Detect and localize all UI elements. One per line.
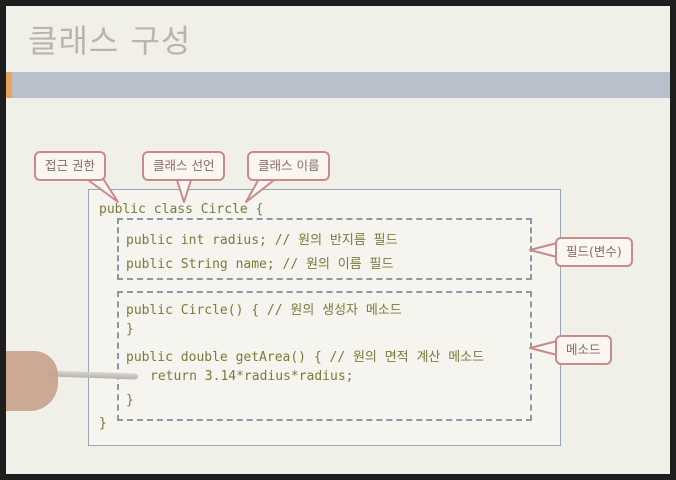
callout-fields: 필드(변수) (555, 237, 633, 267)
code-field-name: public String name; // 원의 이름 필드 (126, 257, 394, 272)
callout-access-modifier: 접근 권한 (34, 151, 106, 181)
callout-class-name: 클래스 이름 (247, 151, 331, 181)
code-method-close: } (126, 393, 134, 408)
presenter-hand (6, 351, 58, 411)
code-method-open: public double getArea() { // 원의 면적 계산 메소… (126, 350, 485, 365)
code-constructor-open: public Circle() { // 원의 생성자 메소드 (126, 303, 402, 318)
code-field-radius: public int radius; // 원의 반지름 필드 (126, 233, 398, 248)
slide: 클래스 구성 public class Circle { public int … (6, 6, 670, 474)
callout-class-declaration: 클래스 선언 (142, 151, 226, 181)
code-class-close: } (99, 416, 107, 431)
class-code-box (88, 189, 561, 446)
methods-dashed-box (117, 291, 532, 421)
title-underline-bar (6, 72, 670, 98)
callout-pointers (83, 176, 558, 356)
title-bar-accent (6, 72, 12, 98)
code-class-declaration: public class Circle { (99, 202, 264, 217)
slide-title: 클래스 구성 (28, 22, 192, 60)
methods-pointer (529, 340, 558, 356)
code-constructor-close: } (126, 322, 134, 337)
fields-pointer (529, 242, 558, 258)
code-method-body: return 3.14*radius*radius; (150, 369, 354, 384)
callout-methods: 메소드 (555, 335, 612, 365)
